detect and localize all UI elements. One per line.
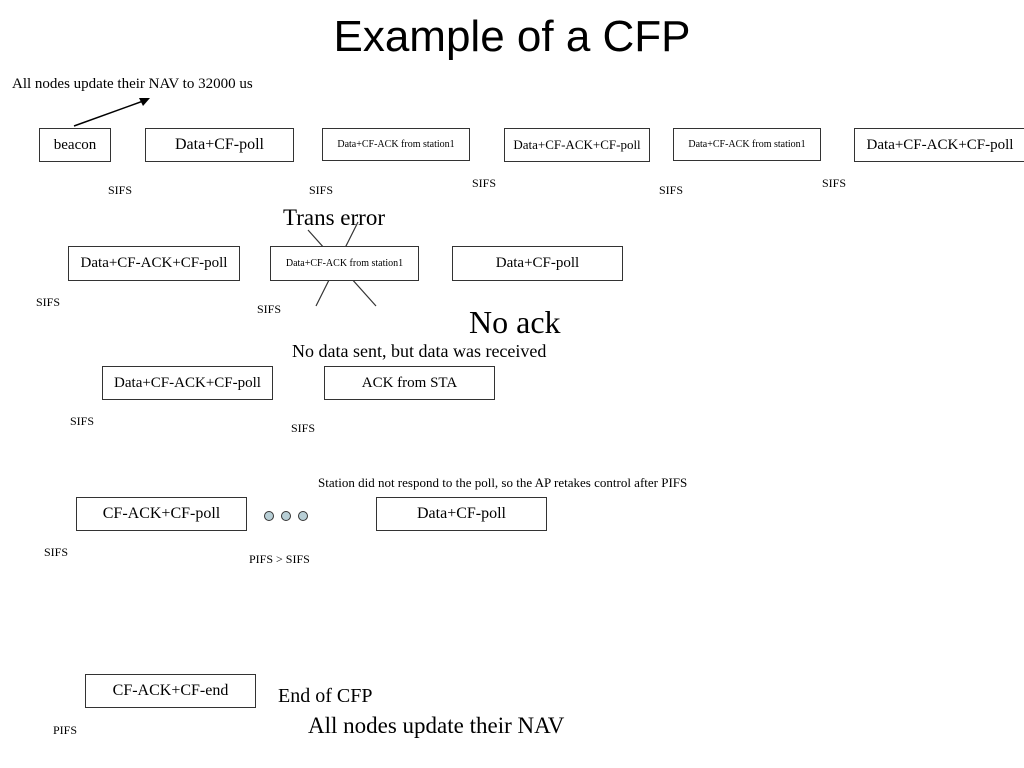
frame-data-cf-poll: Data+CF-poll [145, 128, 294, 162]
gap-label: PIFS > SIFS [249, 552, 310, 566]
frame-beacon: beacon [39, 128, 111, 162]
nav-update-note: All nodes update their NAV to 32000 us [12, 76, 253, 92]
frame-data-cf-ack-cf-poll: Data+CF-ACK+CF-poll [102, 366, 273, 400]
gap-label: SIFS [70, 414, 95, 428]
gap-label: SIFS [291, 421, 316, 435]
frame-ack-from-sta: ACK from STA [324, 366, 495, 400]
gap-label: SIFS [822, 176, 847, 190]
gap-label: SIFS [309, 183, 334, 197]
frame-data-cf-ack-cf-poll: Data+CF-ACK+CF-poll [504, 128, 650, 162]
frame-data-cf-ack-station1: Data+CF-ACK from station1 [322, 128, 470, 161]
frame-cf-ack-cf-poll: CF-ACK+CF-poll [76, 497, 247, 531]
end-of-cfp-label: End of CFP [278, 685, 373, 707]
nav-arrow-head [139, 98, 150, 106]
slide-title: Example of a CFP [333, 12, 691, 61]
nav-arrow [73, 99, 147, 127]
end-nav-note: All nodes update their NAV [308, 713, 565, 738]
gap-label: SIFS [44, 545, 69, 559]
gap-label: SIFS [472, 176, 497, 190]
ellipsis-dot [281, 511, 291, 521]
gap-label: PIFS [53, 723, 78, 737]
no-data-note: No data sent, but data was received [292, 341, 547, 361]
gap-label: SIFS [36, 295, 61, 309]
pifs-note: Station did not respond to the poll, so … [318, 475, 688, 490]
frame-data-cf-ack-station1-errored: Data+CF-ACK from station1 [270, 246, 419, 281]
gap-label: SIFS [108, 183, 133, 197]
gap-label: SIFS [257, 302, 282, 316]
frame-data-cf-ack-cf-poll: Data+CF-ACK+CF-poll [854, 128, 1024, 162]
ellipsis-dot [264, 511, 274, 521]
frame-data-cf-ack-cf-poll: Data+CF-ACK+CF-poll [68, 246, 240, 281]
frame-data-cf-poll: Data+CF-poll [452, 246, 623, 281]
frame-cf-ack-cf-end: CF-ACK+CF-end [85, 674, 256, 708]
gap-label: SIFS [659, 183, 684, 197]
ellipsis-dot [298, 511, 308, 521]
frame-data-cf-ack-station1: Data+CF-ACK from station1 [673, 128, 821, 161]
trans-error-label: Trans error [283, 205, 385, 230]
frame-data-cf-poll: Data+CF-poll [376, 497, 547, 531]
no-ack-label: No ack [469, 304, 561, 340]
